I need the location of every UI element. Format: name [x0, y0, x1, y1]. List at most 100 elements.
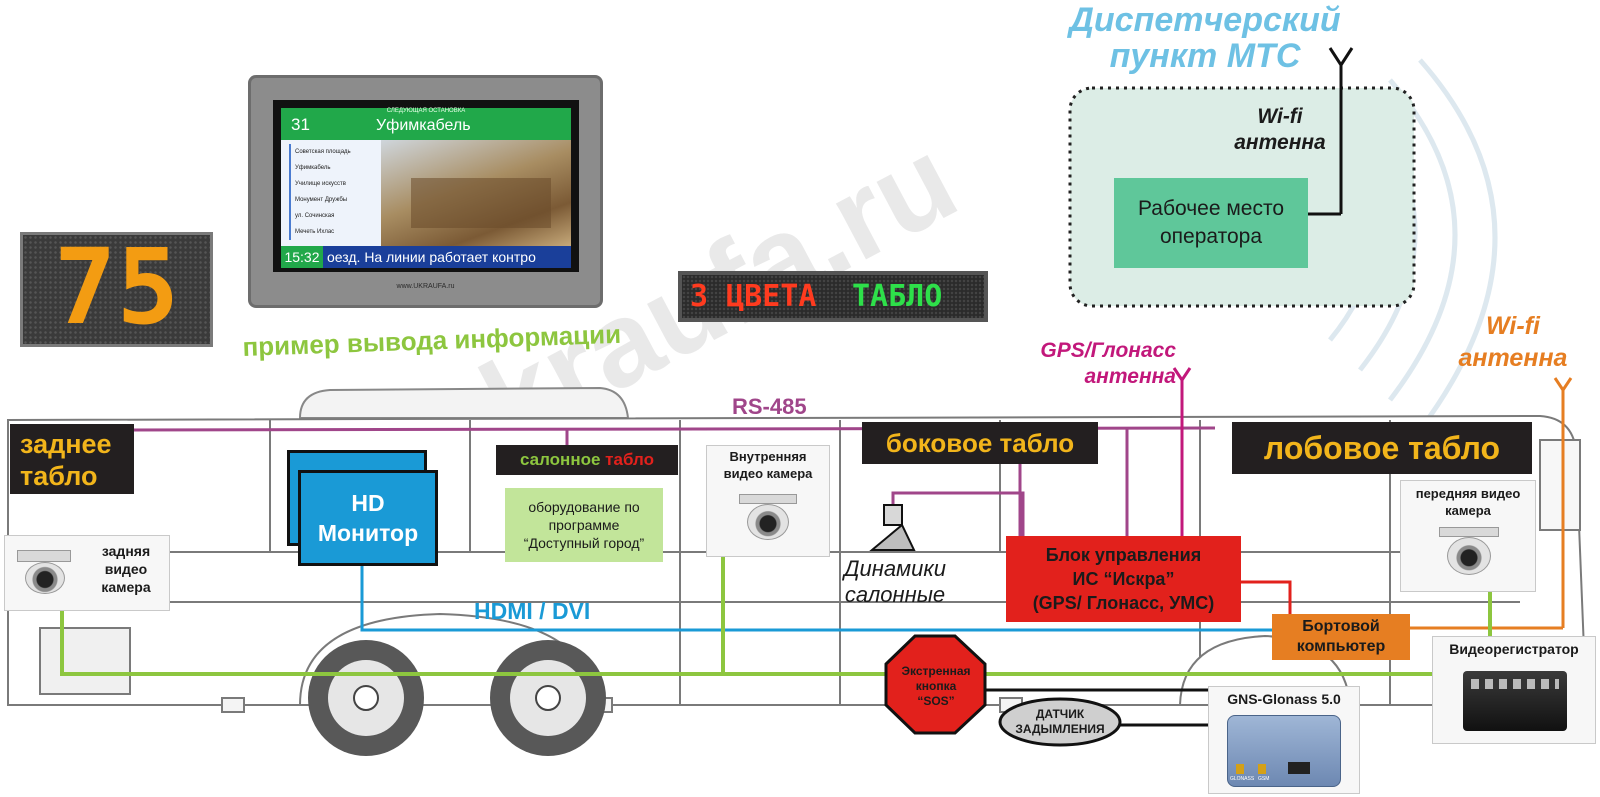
tablet-footer: www.UKRAUFA.ru: [396, 283, 455, 290]
hd-monitor-line2: Монитор: [317, 520, 419, 546]
front-wifi-label: Wi-fi антенна: [1442, 310, 1584, 374]
rear-camera-label: задняя видео камера: [85, 542, 167, 596]
hdmi-wire: [360, 560, 1272, 632]
inner-camera-label: Внутренняя видео камера: [707, 448, 829, 482]
sos-button-shape: [884, 634, 987, 735]
led-strip-red-text: 3 ЦВЕТА: [690, 279, 817, 314]
tablet-stop-item: Мечеть Ихлас: [295, 229, 335, 235]
smoke-line2: ЗАДЫМЛЕНИЯ: [1015, 722, 1105, 736]
accessible-city-box: оборудование по программе “Доступный гор…: [505, 488, 663, 562]
tablet-route-number: 31: [291, 115, 310, 134]
side-sign-label: боковое табло: [862, 422, 1098, 464]
accessible-line1: оборудование по: [528, 499, 640, 515]
tablet-photo: [381, 140, 571, 246]
control-unit-line1: Блок управления: [1045, 545, 1202, 565]
speakers-line2: салонные: [844, 582, 946, 607]
tablet-stop-items: Советская площадь Уфимкабель Училище иск…: [295, 144, 351, 240]
salon-sign-word1: салонное: [519, 450, 601, 469]
dispatch-title-line1: Диспетчерский: [1069, 1, 1341, 39]
smoke-sensor-shape: [998, 697, 1122, 747]
speaker-icon: [869, 504, 916, 551]
tablet-route-line: [289, 144, 291, 240]
led-strip-sign: 3 ЦВЕТА ТАБЛО: [678, 271, 988, 322]
wheel-rear-1: [308, 640, 424, 756]
smoke-sensor-label: ДАТЧИК ЗАДЫМЛЕНИЯ: [1000, 702, 1120, 742]
accessible-line2: программе: [548, 517, 620, 533]
front-wifi-line1: Wi-fi: [1486, 312, 1540, 340]
sos-button-label: Экстренная кнопка “SOS”: [886, 646, 986, 726]
control-wire: [1241, 580, 1292, 615]
tablet-stop-item: Уфимкабель: [295, 165, 331, 171]
control-unit-line3: (GPS/ Глонасс, УМС): [1032, 593, 1215, 613]
tablet-next-stop: Уфимкабель: [376, 117, 471, 134]
inner-camera-box: Внутренняя видео камера: [706, 445, 830, 557]
rear-sign-line2: табло: [20, 461, 98, 491]
rear-sign-line1: заднее: [20, 429, 112, 459]
hdmi-label: HDMI / DVI: [474, 598, 591, 624]
front-camera-label: передняя видео камера: [1401, 485, 1535, 519]
tablet-stop-item: Монумент Дружбы: [295, 197, 348, 203]
salon-sign-label: салонное табло: [496, 445, 678, 475]
gps-antenna-icon: [1172, 367, 1192, 540]
operator-line1: Рабочее место: [1137, 197, 1285, 220]
rear-camera-icon: [13, 546, 77, 598]
operator-workstation: Рабочее место оператора: [1114, 178, 1308, 268]
front-camera-icon: [1437, 525, 1501, 579]
rear-camera-line1: задняя: [101, 543, 151, 559]
gps-label-line2: антенна: [1084, 365, 1177, 388]
salon-sign-word2: табло: [605, 450, 654, 469]
dvr-icon: [1463, 671, 1567, 731]
dispatch-title: Диспетчерский пункт МТС: [1040, 2, 1370, 74]
onboard-line1: Бортовой: [1302, 618, 1380, 635]
gns-label: GNS-Glonass 5.0: [1227, 691, 1341, 707]
inner-camera-icon: [737, 492, 799, 544]
tablet-device: СЛЕДУЮЩАЯ ОСТАНОВКА 31 Уфимкабель Советс…: [248, 75, 603, 308]
dispatch-wifi-label: Wi-fi антенна: [1214, 104, 1346, 156]
front-camera-box: передняя видео камера: [1400, 480, 1536, 592]
front-wifi-antenna-icon: [1410, 377, 1573, 630]
dvr-box: Видеорегистратор: [1432, 636, 1596, 744]
gns-glonass-box: GNS-Glonass 5.0 GLONASS GSM: [1208, 686, 1360, 794]
dispatch-wifi-line2: антенна: [1234, 131, 1326, 154]
control-unit-box: Блок управления ИС “Искра” (GPS/ Глонасс…: [1006, 536, 1241, 622]
front-camera-line1: передняя видео: [1415, 486, 1521, 501]
led-strip-green-text: ТАБЛО: [852, 279, 943, 314]
speakers-label: Динамики салонные: [832, 556, 958, 608]
wheel-rear-2: [490, 640, 606, 756]
gps-label-line1: GPS/Глонасс: [1040, 339, 1176, 362]
onboard-line2: компьютер: [1296, 638, 1386, 655]
led-route-number: 75: [53, 226, 180, 348]
inner-camera-line1: Внутренняя: [729, 449, 807, 464]
speakers-line1: Динамики: [843, 556, 946, 581]
control-unit-line2: ИС “Искра”: [1072, 569, 1175, 589]
sos-line2: кнопка: [915, 678, 957, 693]
dispatch-title-line2: пункт МТС: [1109, 37, 1301, 75]
speaker-wire: [891, 491, 1025, 540]
dispatch-wifi-line1: Wi-fi: [1257, 105, 1303, 128]
hd-monitor: HD Монитор: [298, 470, 438, 566]
tablet-header: СЛЕДУЮЩАЯ ОСТАНОВКА 31 Уфимкабель: [281, 108, 571, 140]
sos-line3: “SOS”: [917, 693, 955, 708]
rear-camera-box: задняя видео камера: [4, 535, 170, 611]
tablet-stop-item: Училище искусств: [295, 181, 346, 187]
tablet-ticker: оезд. На линии работает контро: [327, 249, 536, 265]
inner-camera-line2: видео камера: [723, 466, 813, 481]
front-wifi-line2: антенна: [1458, 344, 1568, 372]
tablet-next-stop-caption: СЛЕДУЮЩАЯ ОСТАНОВКА: [386, 108, 466, 114]
rear-camera-line3: камера: [101, 579, 151, 595]
tablet-time: 15:32: [281, 246, 323, 268]
rear-camera-line2: видео: [104, 561, 148, 577]
led-route-panel: 75: [20, 226, 213, 348]
front-camera-line2: камера: [1445, 503, 1491, 518]
tablet-ticker-bar: 15:32 оезд. На линии работает контро: [281, 246, 571, 268]
sos-line1: Экстренная: [901, 663, 971, 678]
rs485-label: RS-485: [732, 394, 807, 419]
dvr-label: Видеорегистратор: [1449, 641, 1579, 657]
gns-port1-label: GLONASS: [1230, 776, 1255, 782]
dispatch-antenna-icon: [1308, 47, 1354, 216]
tablet-stop-list: Советская площадь Уфимкабель Училище иск…: [281, 140, 381, 246]
tablet-stop-item: ул. Сочинская: [295, 213, 335, 219]
tablet-photo-arches: [411, 178, 551, 228]
accessible-line3: “Доступный город”: [523, 535, 645, 551]
